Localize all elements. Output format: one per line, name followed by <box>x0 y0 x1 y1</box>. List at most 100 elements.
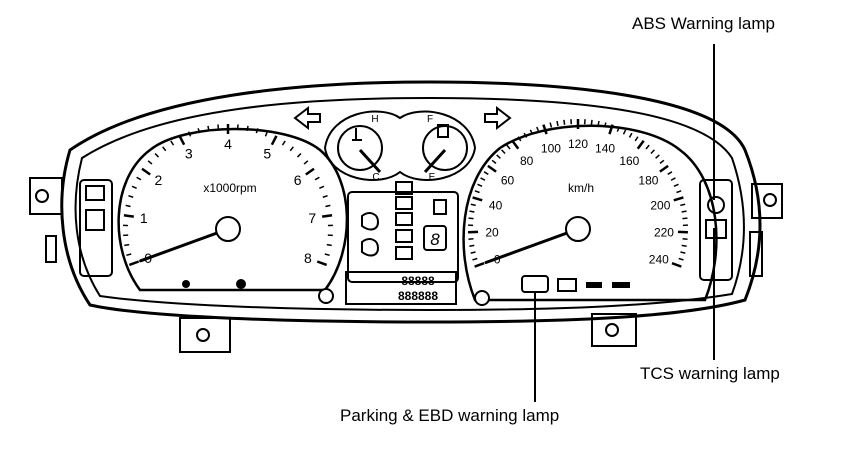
speed-minor-tick <box>680 204 685 205</box>
speed-minor-tick <box>679 259 684 260</box>
speed-minor-tick <box>471 252 476 253</box>
tcs-warning-lamp-callout: TCS warning lamp <box>640 364 780 384</box>
speed-minor-tick <box>507 145 510 149</box>
indicator-lamp-d <box>612 282 630 288</box>
speedometer-hub <box>566 217 590 241</box>
speed-minor-tick <box>557 121 558 126</box>
speedometer-needle <box>486 229 578 263</box>
tach-tick-label: 6 <box>294 172 302 188</box>
abs-warning-lamp-callout: ABS Warning lamp <box>632 14 775 34</box>
tach-tick-label: 8 <box>304 250 312 266</box>
speed-minor-tick <box>674 184 679 186</box>
tachometer-hub <box>216 217 240 241</box>
tach-tick-label: 3 <box>185 146 193 162</box>
tach-minor-tick <box>325 254 330 255</box>
speed-minor-tick <box>680 252 685 253</box>
temp-gauge-dial <box>338 126 382 170</box>
speed-minor-tick <box>623 130 625 135</box>
warning-lamp-4 <box>396 230 412 242</box>
tach-tick-label: 4 <box>224 136 232 152</box>
tach-major-tick <box>129 261 138 264</box>
temp-hot-label: H <box>371 114 378 125</box>
odometer-lower: 888888 <box>398 289 438 303</box>
tach-major-tick <box>306 169 314 175</box>
tachometer-unit: x1000rpm <box>203 181 256 195</box>
speed-minor-tick <box>591 120 592 125</box>
tach-tick-label: 7 <box>308 210 316 226</box>
speed-tick-label: 80 <box>520 154 534 168</box>
parking-ebd-warning-lamp-callout: Parking & EBD warning lamp <box>340 406 559 426</box>
tach-minor-tick <box>325 205 330 206</box>
tach-minor-tick <box>163 147 166 151</box>
tachometer-indicator-a <box>182 280 190 288</box>
trip-reset-knob-right <box>475 291 489 305</box>
tach-minor-tick <box>137 177 141 179</box>
fuel-empty-label: E <box>429 172 436 183</box>
speed-minor-tick <box>656 155 660 158</box>
speed-minor-tick <box>475 191 480 193</box>
speed-minor-tick <box>682 211 687 212</box>
speed-minor-tick <box>492 160 496 163</box>
speed-tick-label: 220 <box>654 226 674 240</box>
gear-display: 8 <box>430 230 440 249</box>
fuel-low-icon <box>434 200 446 214</box>
warning-lamp-5 <box>396 247 412 259</box>
tach-minor-tick <box>323 196 328 198</box>
odometer-upper: 88888 <box>401 274 435 288</box>
tach-minor-tick <box>265 132 267 137</box>
speed-minor-tick <box>481 178 485 180</box>
turn-signal-left-icon <box>295 108 320 128</box>
tach-tick-label: 1 <box>140 210 148 226</box>
speed-minor-tick <box>469 211 474 212</box>
tach-minor-tick <box>297 153 300 157</box>
tach-minor-tick <box>315 177 319 179</box>
tachometer-labels: 012345678 <box>140 136 317 266</box>
speed-minor-tick <box>469 245 474 246</box>
speed-tick-label: 20 <box>485 226 499 240</box>
speed-tick-label: 120 <box>568 137 588 151</box>
tach-minor-tick <box>171 141 174 145</box>
turn-signal-right-icon <box>485 108 510 128</box>
fog-lamp-icon <box>362 239 378 255</box>
headlamp-icon <box>362 213 378 229</box>
speedometer-face-outline <box>464 126 717 300</box>
speed-minor-tick <box>502 150 505 154</box>
temp-fuel-gauge-pod <box>325 111 475 180</box>
speedometer-unit: km/h <box>568 181 594 195</box>
tach-minor-tick <box>148 161 152 164</box>
parking-ebd-lamp-icon <box>522 276 548 292</box>
tach-tick-label: 2 <box>154 172 162 188</box>
speed-minor-tick <box>671 178 675 180</box>
battery-lamp-icon <box>558 279 576 291</box>
speedometer-labels: 020406080100120140160180200220240 <box>485 137 674 266</box>
tach-major-tick <box>272 136 277 145</box>
coolant-temp-icon <box>352 128 362 140</box>
speed-minor-tick <box>598 121 599 126</box>
speed-tick-label: 160 <box>619 154 639 168</box>
speed-minor-tick <box>635 137 638 141</box>
speed-minor-tick <box>629 133 631 137</box>
speed-major-tick <box>475 263 484 266</box>
indicator-lamp-c <box>586 282 602 288</box>
tach-minor-tick <box>327 245 332 246</box>
tach-minor-tick <box>208 126 209 131</box>
bottom-left-mount-tab <box>180 318 230 352</box>
speed-minor-tick <box>564 120 565 125</box>
speed-tick-label: 180 <box>638 174 658 188</box>
speed-minor-tick <box>472 259 477 260</box>
speed-minor-tick <box>646 145 649 149</box>
speed-major-tick <box>543 125 546 134</box>
temp-cold-label: C <box>372 172 379 183</box>
fuel-full-label: F <box>427 114 433 125</box>
speed-minor-tick <box>682 245 687 246</box>
tach-minor-tick <box>126 205 131 206</box>
speed-tick-label: 140 <box>595 141 615 155</box>
tach-major-tick <box>317 261 326 264</box>
speed-minor-tick <box>651 150 654 154</box>
speed-minor-tick <box>497 155 501 158</box>
speed-tick-label: 200 <box>650 198 670 212</box>
speedometer: 020406080100120140160180200220240 km/h <box>464 119 717 300</box>
speed-tick-label: 60 <box>501 174 515 188</box>
tachometer: 012345678 x1000rpm <box>119 124 347 290</box>
